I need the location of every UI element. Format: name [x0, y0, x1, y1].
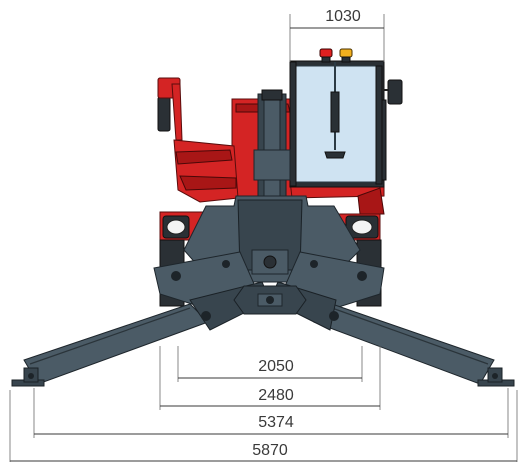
dim-label-cab-width: 1030	[325, 8, 361, 25]
beacon-lights	[319, 48, 353, 63]
dim-label-inner-track: 2050	[258, 358, 294, 375]
left-outrigger	[11, 251, 271, 387]
dim-label-outer-track: 2480	[258, 387, 294, 404]
dim-label-outrigger-pads: 5374	[258, 414, 294, 431]
dim-label-overall-width: 5870	[252, 442, 288, 459]
dimension-labels: 1030 2050 2480 5374 5870	[252, 8, 361, 459]
left-mirror	[157, 77, 183, 141]
right-outrigger	[269, 251, 515, 387]
centre-pivot	[233, 285, 307, 315]
machine-illustration	[11, 48, 515, 387]
operator-cab	[289, 60, 403, 188]
dimension-lines	[9, 14, 518, 462]
headlights	[162, 215, 379, 239]
